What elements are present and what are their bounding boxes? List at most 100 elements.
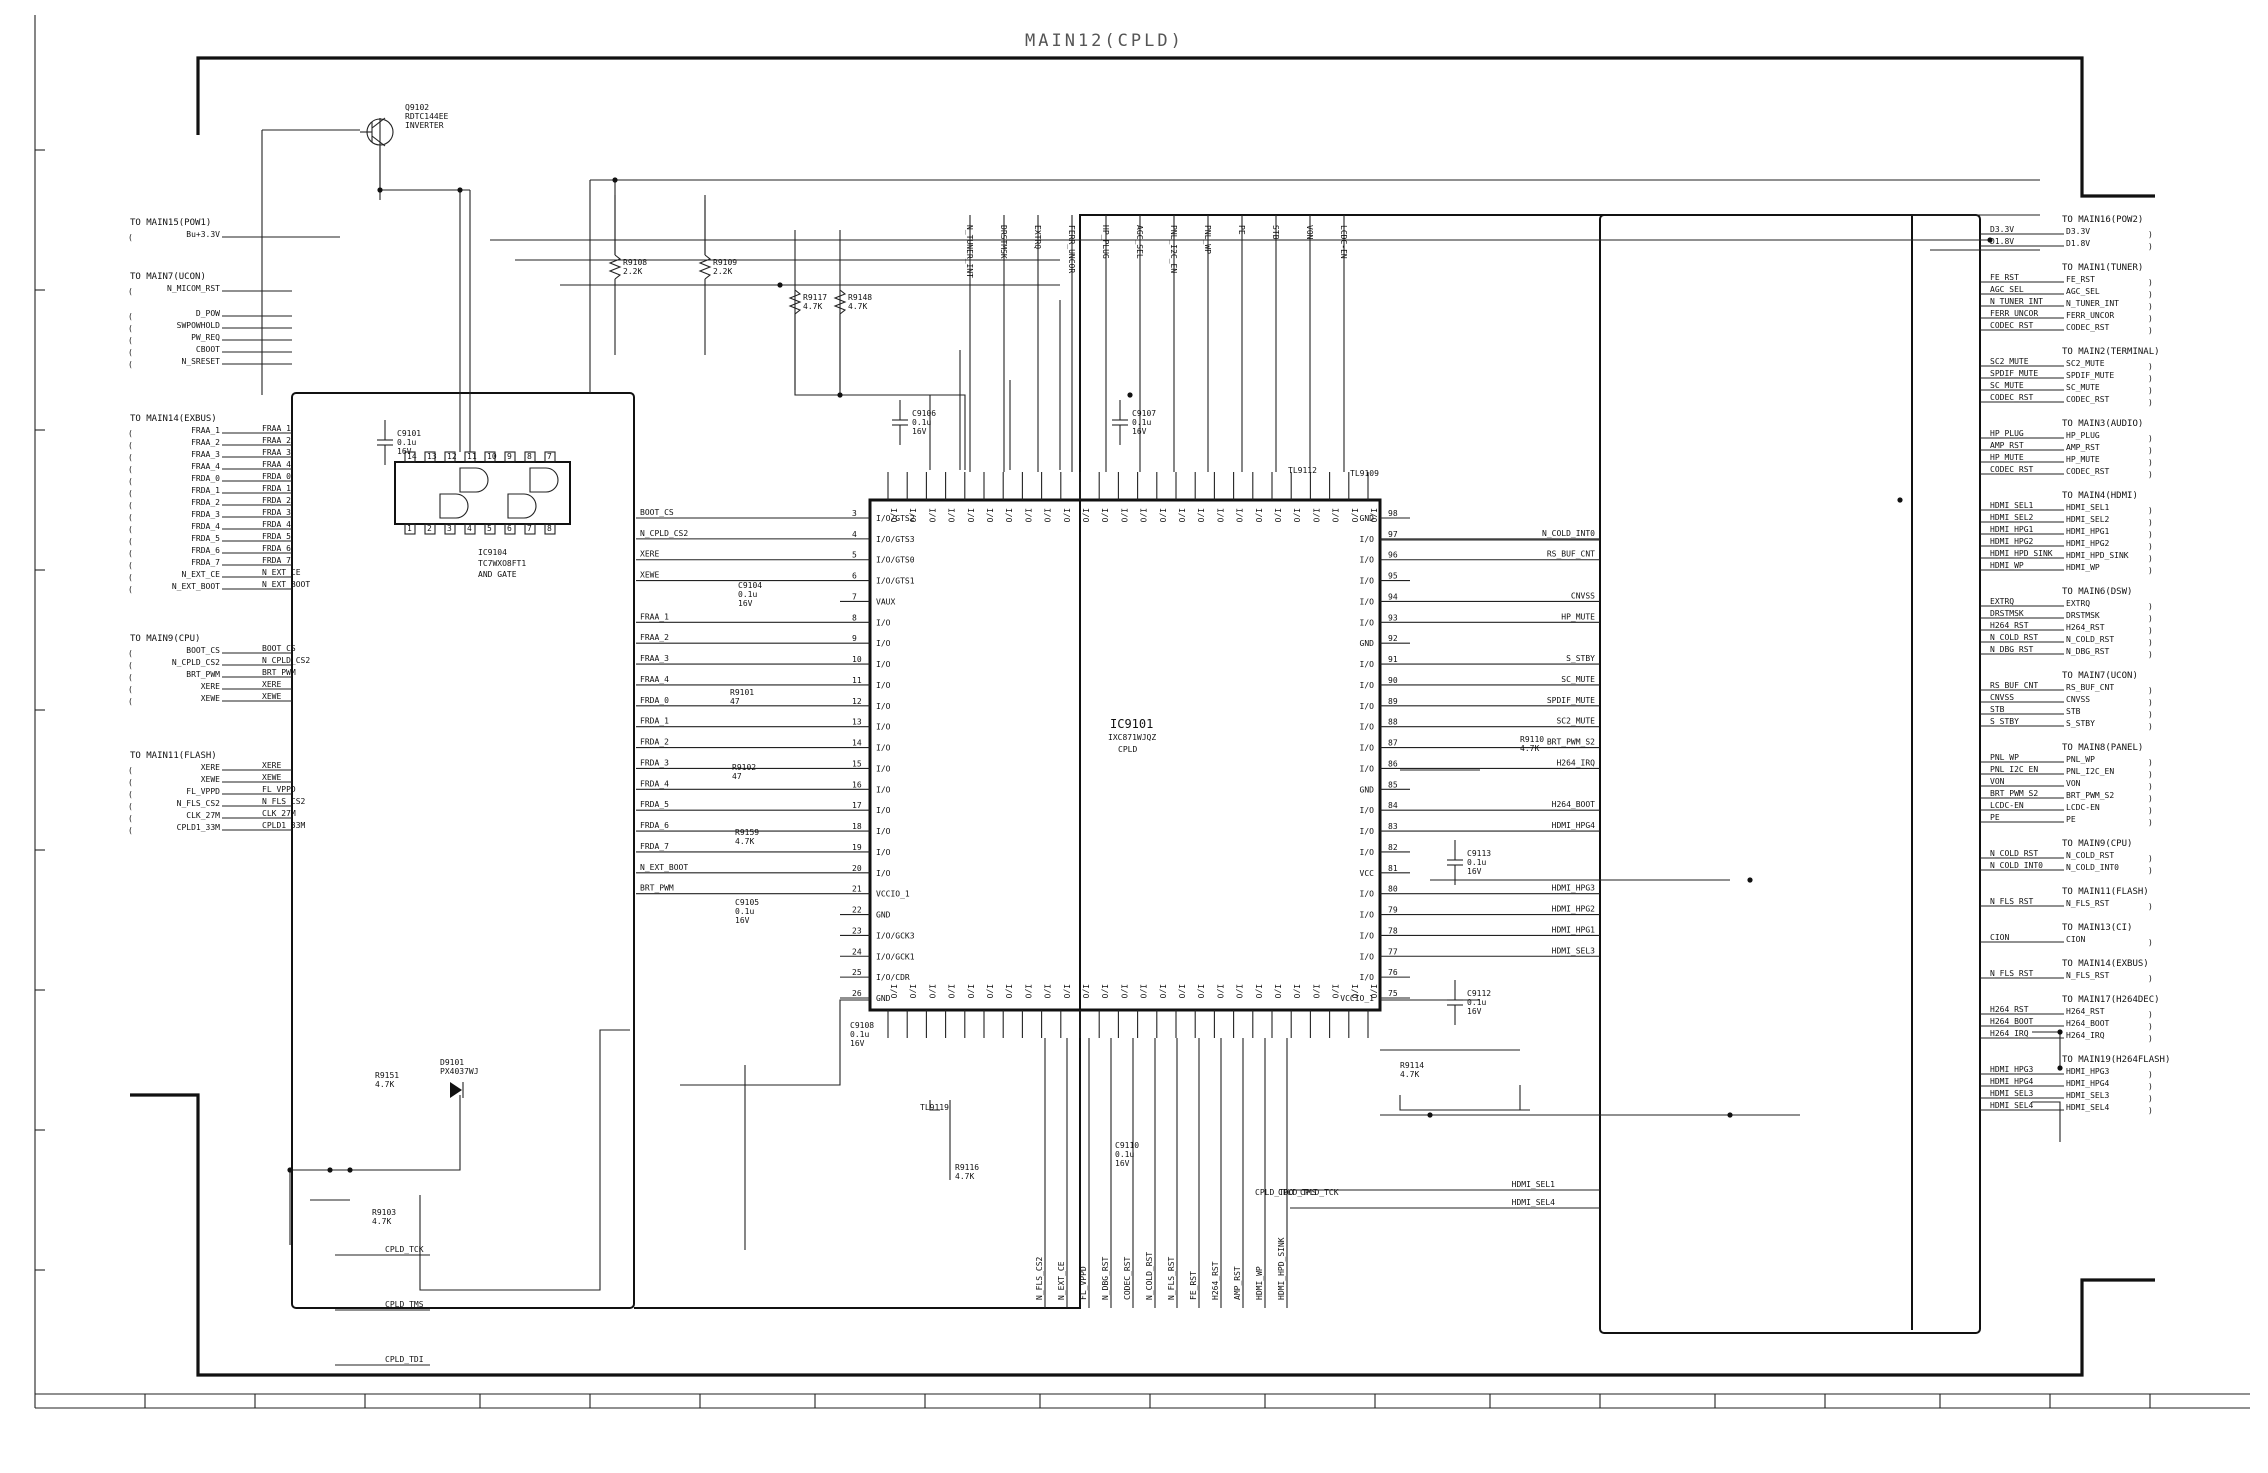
connector-bracket: ) — [2148, 698, 2153, 707]
left-net: FRAA_4 — [191, 462, 220, 471]
ic-left-pin-num: 24 — [852, 947, 862, 956]
ic-bottom-pin-name: I/O — [908, 984, 917, 999]
right-net-inner: SPDIF_MUTE — [1990, 369, 2038, 378]
ic-right-net: HDMI_HPG2 — [1552, 905, 1596, 914]
left-net-inner: XERE — [262, 680, 281, 689]
right-net: N_COLD_RST — [2066, 851, 2114, 860]
misc-label: 4.7K — [735, 837, 754, 846]
gate-pin-bottom-num: 5 — [487, 524, 492, 533]
ic-top-pin-name: I/O — [1235, 508, 1244, 523]
ic-left-pin-name: I/O/GTS1 — [876, 577, 915, 586]
misc-label: 16V — [850, 1039, 865, 1048]
cap-ref: C9101 — [397, 429, 421, 438]
ic-right-pin-num: 89 — [1388, 697, 1398, 706]
right-net: RS_BUF_CNT — [2066, 683, 2114, 692]
ic-bottom-pin-name: I/O — [1331, 984, 1340, 999]
right-group-title: TO MAIN8(PANEL) — [2062, 743, 2143, 753]
right-net-inner: H264_IRQ — [1990, 1029, 2029, 1038]
ic-left-pin-num: 6 — [852, 572, 857, 581]
cap-val: 0.1u — [1467, 998, 1486, 1007]
q9102-transistor: Q9102 RDTC144EE INVERTER — [360, 103, 449, 147]
net-wire — [929, 1100, 940, 1111]
ic-bottom-pin-name: I/O — [1043, 984, 1052, 999]
ic-left-pin-name: I/O/GCK1 — [876, 952, 915, 961]
cap-ref: C9112 — [1467, 989, 1491, 998]
right-group-title: TO MAIN1(TUNER) — [2062, 263, 2143, 273]
ic-bottom-net: H264_RST — [1211, 1261, 1220, 1300]
misc-label: 16V — [735, 916, 750, 925]
connector-bracket: ( — [128, 441, 133, 450]
left-net: FL_VPPD — [186, 787, 220, 796]
wires — [261, 118, 2063, 1291]
connector-bracket: ( — [128, 233, 133, 242]
ic-right-pin-num: 85 — [1388, 780, 1398, 789]
ic-bottom-pin-name: I/O — [1196, 984, 1205, 999]
right-net: SC_MUTE — [2066, 383, 2100, 392]
gate-pin-bottom — [484, 523, 496, 535]
connector-bracket: ) — [2148, 782, 2153, 791]
gate-pin-bottom — [444, 523, 456, 535]
ic-right-pin-num: 78 — [1388, 926, 1398, 935]
misc-label: R9116 — [955, 1163, 979, 1172]
cap-voltage: 16V — [1467, 1007, 1482, 1016]
ic-left-pin-name: I/O — [876, 702, 891, 711]
ic-top-pin-name: I/O — [1350, 508, 1359, 523]
ic-bottom-net: FL_VPPD — [1079, 1266, 1088, 1300]
resistor-zigzag — [833, 289, 847, 315]
d-part: PX4037WJ — [440, 1067, 479, 1076]
ic-bottom-net: N_DBG_RST — [1101, 1256, 1110, 1300]
misc-label: C9110 — [1115, 1141, 1139, 1150]
connector-bracket: ( — [128, 453, 133, 462]
left-net-inner: XEWE — [262, 692, 281, 701]
net-wire — [419, 1029, 630, 1291]
left-net: D_POW — [196, 309, 220, 318]
left-net: N_SRESET — [181, 357, 220, 366]
right-net-inner: H264_RST — [1990, 621, 2029, 630]
connector-bracket: ) — [2148, 566, 2153, 575]
right-net-inner: N_FLS_RST — [1990, 969, 2034, 978]
left-net-inner: FRDA_2 — [262, 496, 291, 505]
ic-left-pin-num: 10 — [852, 655, 862, 664]
ic-right-pin-name: I/O — [1360, 660, 1375, 669]
connector-bracket: ) — [2148, 602, 2153, 611]
ic-bottom-net: CODEC_RST — [1123, 1256, 1132, 1300]
ic-right-pin-num: 81 — [1388, 864, 1398, 873]
ic-left-pin-num: 21 — [852, 885, 862, 894]
right-net-inner: D1.8V — [1990, 237, 2014, 246]
right-net: N_FLS_RST — [2066, 971, 2110, 980]
ic-top-net: STB — [1271, 225, 1280, 240]
ic-left-pin-name: I/O — [876, 744, 891, 753]
ic-top-net: EXTRQ — [1033, 225, 1042, 249]
right-net-inner: FE_RST — [1990, 273, 2019, 282]
hdmi-net: HDMI_SEL4 — [1512, 1198, 1556, 1207]
ic-right-pin-num: 75 — [1388, 989, 1398, 998]
gate-pin-top-num: 10 — [487, 452, 497, 461]
cap-voltage: 16V — [1467, 867, 1482, 876]
right-net: S_STBY — [2066, 719, 2095, 728]
ic-bottom-pin-name: I/O — [1004, 984, 1013, 999]
ic-right-net: RS_BUF_CNT — [1547, 550, 1595, 559]
net-wire — [794, 290, 931, 470]
right-net-inner: HDMI_SEL2 — [1990, 513, 2034, 522]
connector-bracket: ) — [2148, 1106, 2153, 1115]
ic-right-pin-name: I/O — [1360, 890, 1375, 899]
connector-bracket: ( — [128, 477, 133, 486]
ic-left-pins: I/O/GTS23BOOT_CSI/O/GTS34N_CPLD_CS2I/O/G… — [636, 508, 915, 1003]
left-net: FRDA_1 — [191, 486, 220, 495]
left-net: Bu+3.3V — [186, 230, 220, 239]
connector-bracket: ) — [2148, 290, 2153, 299]
resistor-zigzag — [608, 254, 622, 280]
connector-bracket: ) — [2148, 818, 2153, 827]
ic-top-pin-name: I/O — [908, 508, 917, 523]
cap-ref: C9106 — [912, 409, 936, 418]
right-net: N_TUNER_INT — [2066, 299, 2119, 308]
resistor-zigzag — [788, 289, 802, 315]
right-group-title: TO MAIN9(CPU) — [2062, 839, 2132, 849]
ic-left-pin-num: 19 — [852, 843, 862, 852]
right-net: D1.8V — [2066, 239, 2090, 248]
misc-label: R9102 — [732, 763, 756, 772]
connector-bracket: ( — [128, 429, 133, 438]
connector-bracket: ) — [2148, 398, 2153, 407]
left-net: FRDA_4 — [191, 522, 220, 531]
ic-right-pin-name: I/O — [1360, 764, 1375, 773]
